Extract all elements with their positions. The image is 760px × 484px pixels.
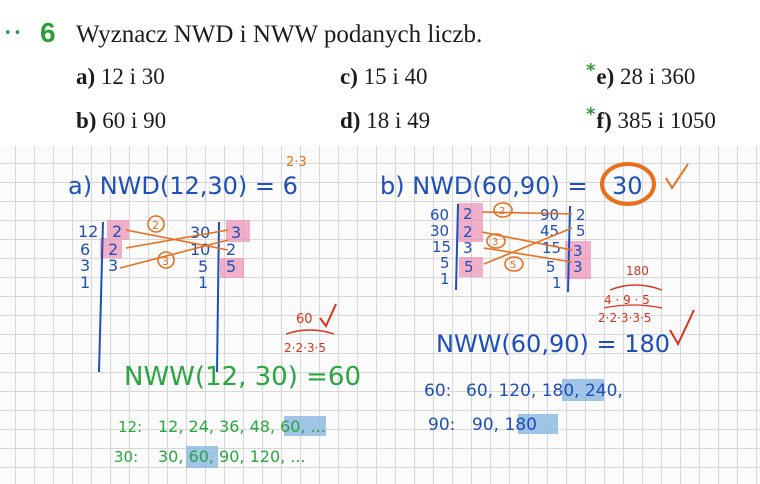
- b-match-lines: [481, 202, 573, 272]
- b-left-factor: 5: [464, 258, 474, 276]
- pink-highlights-a: [100, 220, 250, 278]
- a-right-value: 5: [198, 257, 208, 276]
- item-label: b): [76, 108, 97, 133]
- b-left-value: 60: [430, 206, 449, 224]
- b-multiples-90-label: 90:: [428, 415, 455, 435]
- b-left-value: 15: [432, 238, 451, 256]
- item-text: 18 i 49: [366, 108, 431, 133]
- b-left-value: 5: [440, 254, 450, 272]
- b-factorization: 60 30 15 5 1 2 2 3 5 90 45 15 5 1 2 5 3 …: [430, 205, 586, 292]
- difficulty-dots: ••: [4, 26, 24, 41]
- b-right-factor: 2: [576, 206, 586, 224]
- blue-highlights: [186, 379, 604, 468]
- a-lcm-note-value: 60: [296, 312, 313, 327]
- b-lcm: NWW(60,90) = 180: [436, 330, 670, 358]
- item-text: 28 i 360: [620, 64, 696, 89]
- a-left-factor: 2: [112, 222, 122, 241]
- check-icon: [665, 163, 689, 190]
- a-left-division-line: [98, 221, 104, 373]
- a-right-value: 30: [190, 223, 210, 242]
- a-left-value: 12: [78, 222, 98, 241]
- b-right-value: 15: [542, 239, 561, 257]
- b-left-value: 1: [440, 270, 450, 288]
- b-circle-label: 2: [499, 206, 505, 217]
- b-lcm-note-group: 4 · 9 · 5: [604, 293, 650, 307]
- exercise-title: Wyznacz NWD i NWW podanych liczb.: [76, 21, 483, 48]
- star-icon: *: [586, 104, 596, 125]
- b-gcd-value: 30: [612, 172, 643, 200]
- a-right-factor: 2: [226, 240, 236, 259]
- b-multiples-60-label: 60:: [424, 381, 451, 401]
- b-lcm-note-value: 180: [626, 264, 649, 278]
- a-multiples-30-label: 30:: [114, 448, 138, 466]
- item-label: a): [76, 64, 96, 89]
- a-right-factor: 5: [226, 257, 236, 276]
- item-text: 12 i 30: [100, 64, 165, 89]
- a-lcm-brace: [285, 329, 335, 335]
- item-text: 385 i 1050: [617, 108, 716, 133]
- b-multiples-60: 60, 120, 180, 240,: [466, 381, 623, 401]
- a-lcm-note-product: 2·2·3·5: [284, 341, 326, 355]
- b-lcm-note-product: 2·2·3·3·5: [598, 311, 651, 325]
- b-circle-label: 3: [492, 237, 498, 248]
- b-left-division-line: [455, 203, 459, 291]
- a-multiples-12-label: 12:: [118, 418, 142, 436]
- item-e: *e) 28 i 360: [586, 60, 696, 90]
- b-right-factor: 3: [573, 242, 583, 260]
- b-right-value: 1: [552, 274, 562, 292]
- b-left-value: 30: [430, 222, 449, 240]
- a-gcd-header: a) NWD(12,30) = 6: [68, 172, 298, 200]
- a-left-factor: 3: [108, 256, 118, 275]
- item-f: *f) 385 i 1050: [586, 104, 716, 134]
- a-multiples-12: 12, 24, 36, 48, 60, ...: [158, 417, 326, 436]
- b-circle-label: 5: [510, 260, 516, 271]
- exercise-number: 6: [40, 17, 56, 48]
- b-lcm-brace-top: [609, 284, 663, 291]
- b-lcm-brace-bottom: [603, 304, 663, 309]
- a-factorization: 12 6 3 1 2 2 3 30 10 5 1 3 2 5: [78, 222, 241, 292]
- check-icon: [669, 309, 695, 347]
- a-right-value: 1: [198, 273, 208, 292]
- b-right-value: 90: [540, 206, 559, 224]
- item-label: c): [340, 64, 358, 89]
- b-right-value: 5: [546, 258, 556, 276]
- a-multiples-30: 30, 60, 90, 120, ...: [158, 447, 306, 466]
- item-text: 15 i 40: [363, 64, 428, 89]
- b-left-factor: 2: [463, 205, 473, 223]
- a-lcm: NWW(12, 30) =60: [124, 362, 361, 392]
- a-left-value: 6: [80, 240, 90, 259]
- a-left-value: 3: [80, 256, 90, 275]
- exercise-header: •• 6 Wyznacz NWD i NWW podanych liczb. a…: [0, 0, 760, 146]
- b-left-factor: 3: [463, 239, 473, 257]
- item-label: d): [340, 108, 361, 133]
- item-a: a) 12 i 30: [76, 64, 165, 90]
- a-circle-label: 2: [152, 219, 159, 232]
- a-match-lines: [119, 215, 229, 269]
- b-right-factor: 5: [576, 222, 586, 240]
- item-b: b) 60 i 90: [76, 108, 166, 134]
- item-text: 60 i 90: [102, 108, 167, 133]
- b-right-factor: 3: [573, 258, 583, 276]
- item-label: f): [596, 108, 612, 133]
- b-gcd-header: b) NWD(60,90) =: [380, 172, 588, 200]
- a-gcd-note: 2·3: [286, 155, 307, 170]
- a-left-factor: 2: [108, 240, 118, 259]
- a-right-factor: 3: [231, 223, 241, 242]
- a-left-value: 1: [80, 273, 90, 292]
- item-label: e): [596, 64, 615, 89]
- b-multiples-90: 90, 180: [472, 415, 537, 435]
- item-d: d) 18 i 49: [340, 108, 430, 134]
- a-right-division-line: [216, 221, 220, 373]
- star-icon: *: [586, 60, 596, 81]
- b-left-factor: 2: [463, 223, 473, 241]
- b-gcd-circle: [600, 162, 656, 206]
- check-icon: [319, 303, 337, 328]
- a-circle-label: 3: [162, 255, 169, 268]
- item-c: c) 15 i 40: [340, 64, 428, 90]
